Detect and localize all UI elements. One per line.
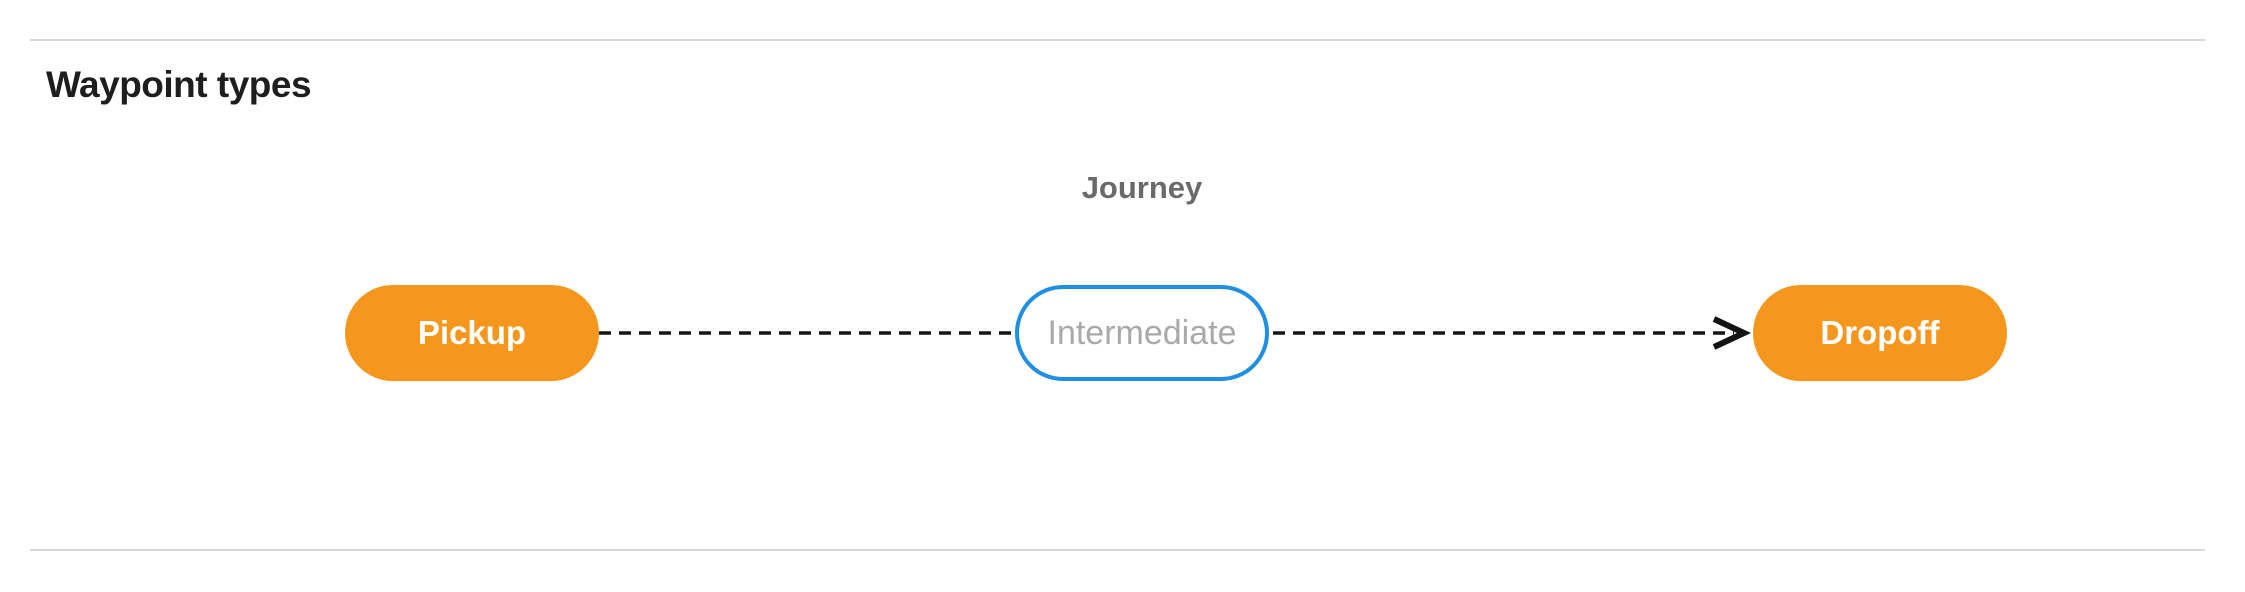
- intermediate-node: Intermediate: [1015, 285, 1269, 381]
- bottom-divider: [30, 549, 2205, 551]
- intermediate-node-label: Intermediate: [1047, 313, 1237, 352]
- arrowhead-icon: [1712, 316, 1752, 350]
- journey-label: Journey: [1081, 170, 1203, 205]
- section-title: Waypoint types: [46, 64, 312, 105]
- pickup-node: Pickup: [345, 285, 599, 381]
- dropoff-node-label: Dropoff: [1820, 314, 1940, 351]
- top-divider: [30, 39, 2205, 41]
- pickup-node-label: Pickup: [417, 314, 527, 351]
- dropoff-node: Dropoff: [1753, 285, 2007, 381]
